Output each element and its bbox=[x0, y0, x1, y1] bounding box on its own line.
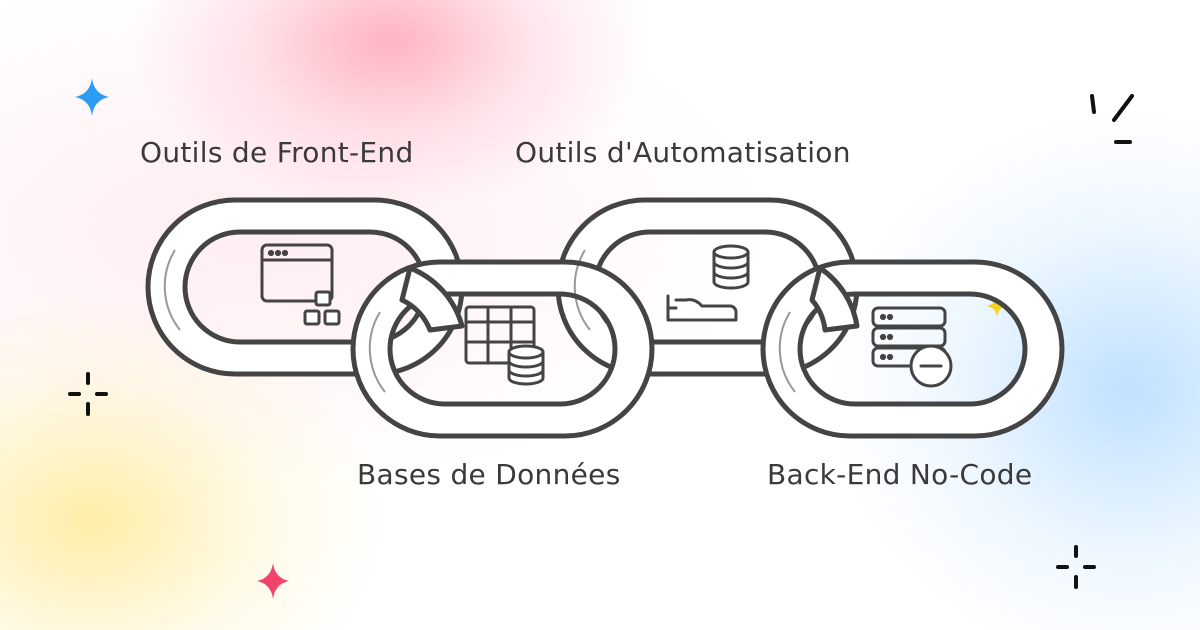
table-database-icon bbox=[464, 305, 545, 386]
label-automation-tools: Outils d'Automatisation bbox=[515, 136, 851, 169]
chain-link-1-overlap bbox=[399, 265, 465, 333]
sparkle-blue-icon bbox=[75, 78, 109, 116]
label-nocode-backend: Back-End No-Code bbox=[767, 458, 1033, 491]
accent-lines-icon bbox=[1090, 94, 1134, 144]
label-frontend-tools: Outils de Front-End bbox=[140, 136, 414, 169]
chain-link-2 bbox=[350, 259, 655, 439]
chain-link-3-overlap bbox=[809, 265, 860, 333]
chain-link-4 bbox=[760, 259, 1065, 439]
database-stack-icon bbox=[666, 244, 750, 322]
server-minus-icon bbox=[871, 306, 953, 388]
sparkle-yellow-icon bbox=[987, 295, 1007, 317]
sparkle-cross-left-icon bbox=[68, 372, 108, 416]
sparkle-pink-icon bbox=[257, 563, 289, 599]
browser-window-icon bbox=[260, 243, 341, 326]
sparkle-cross-right-icon bbox=[1056, 545, 1096, 589]
label-databases: Bases de Données bbox=[357, 458, 621, 491]
